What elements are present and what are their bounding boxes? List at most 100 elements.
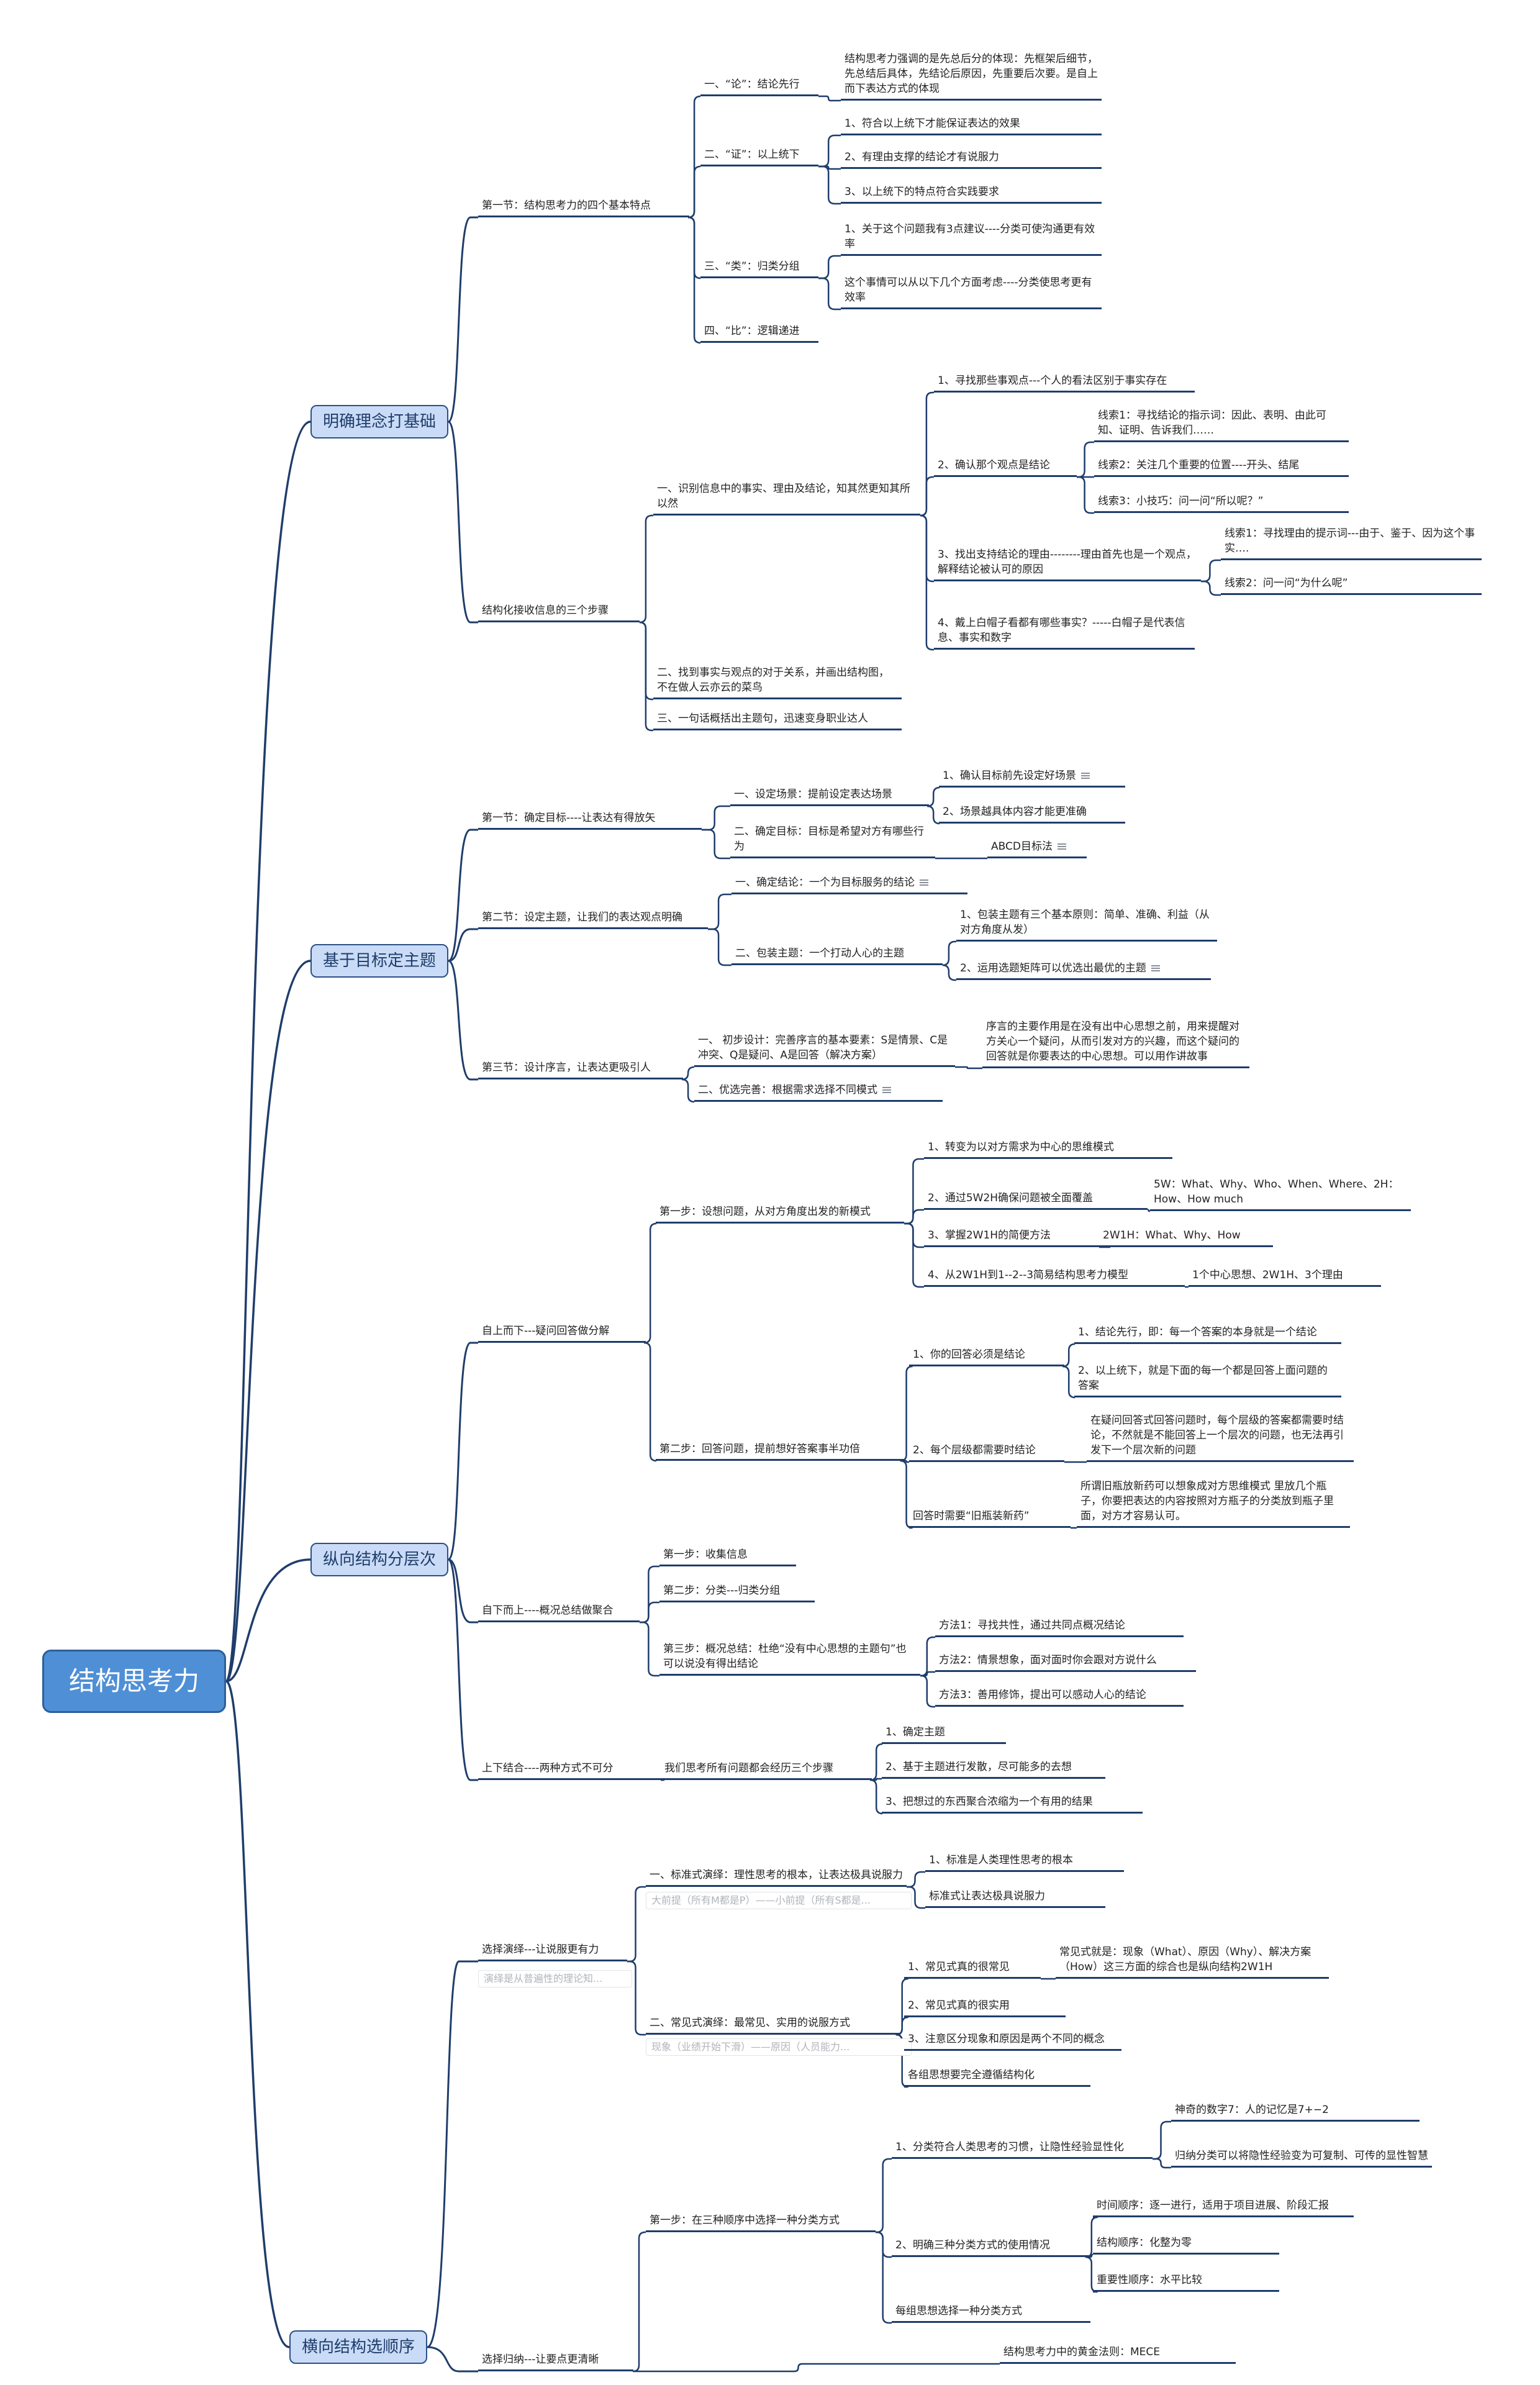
node-b4-s2-a3[interactable]: 每组思想选择一种分类方式	[892, 2304, 1090, 2323]
node-b1-s2-a[interactable]: 一、识别信息中的事实、理由及结论，知其然更知其所以然	[653, 481, 920, 516]
node-b3-s1-b1-2[interactable]: 2、以上统下，就是下面的每一个都是回答上面问题的答案	[1074, 1363, 1341, 1397]
note-icon[interactable]	[1080, 772, 1090, 779]
node-b1-s1-c[interactable]: 三、“类”：归类分组	[700, 259, 818, 278]
node-b3-s2-c1[interactable]: 方法1：寻找共性，通过共同点概况结论	[935, 1618, 1184, 1637]
node-b3-s1-b[interactable]: 第二步：回答问题，提前想好答案事半功倍	[656, 1442, 904, 1461]
node-b3-s2-c2[interactable]: 方法2：情景想象，面对面时你会跟对方说什么	[935, 1653, 1196, 1672]
node-b4-s1-b1-1[interactable]: 常见式就是：现象（What）、原因（Why）、解决方案（How）这三方面的综合也…	[1056, 1945, 1329, 1979]
node-b3-s1-b1[interactable]: 1、你的回答必须是结论	[909, 1347, 1064, 1366]
node-b3-s1-a3[interactable]: 3、掌握2W1H的简便方法	[924, 1228, 1110, 1247]
node-b4-s2-a[interactable]: 第一步：在三种顺序中选择一种分类方式	[646, 2213, 876, 2232]
node-b3-s3[interactable]: 上下结合----两种方式不可分	[478, 1761, 664, 1780]
node-b1-s1-a1[interactable]: 结构思考力强调的是先总后分的体现：先框架后细节，先总结后具体，先结论后原因，先重…	[841, 52, 1102, 101]
node-b4-s2-a2-1[interactable]: 时间顺序：逐一进行，适用于项目进展、阶段汇报	[1093, 2198, 1354, 2217]
node-b1-s2-a3-2[interactable]: 线索2：问一问“为什么呢”	[1221, 576, 1482, 595]
node-b2-s1[interactable]: 第一节：确定目标----让表达有得放矢	[478, 811, 702, 830]
node-b4-s1-b1[interactable]: 1、常见式真的很常见	[904, 1960, 1041, 1979]
node-b3-s3-a2[interactable]: 2、基于主题进行发散，尽可能多的去想	[882, 1760, 1105, 1779]
branch-vertical-structure[interactable]: 纵向结构分层次	[310, 1543, 449, 1576]
node-b1-s2-a2-3[interactable]: 线索3：小技巧：问一问“所以呢？”	[1094, 494, 1349, 513]
node-b1-s1-b[interactable]: 二、“证”：以上统下	[700, 147, 818, 166]
node-b4-s1[interactable]: 选择演绎---让说服更有力	[478, 1942, 627, 1961]
node-b3-s1-a1[interactable]: 1、转变为以对方需求为中心的思维模式	[924, 1140, 1172, 1159]
node-b1-s1-d[interactable]: 四、“比”：逻辑递进	[700, 324, 818, 343]
root-topic[interactable]: 结构思考力	[42, 1650, 227, 1713]
node-b3-s1-b3-1[interactable]: 所谓旧瓶放新药可以想象成对方思维模式 里放几个瓶子，你要把表达的内容按照对方瓶子…	[1077, 1479, 1350, 1528]
node-b3-s3-a[interactable]: 我们思考所有问题都会经历三个步骤	[661, 1761, 872, 1780]
node-b2-s1-a2[interactable]: 2、场景越具体内容才能更准确	[939, 804, 1125, 824]
node-b2-s2-b1[interactable]: 1、包装主题有三个基本原则：简单、准确、利益（从对方角度从发）	[956, 907, 1217, 942]
node-b3-s2-c[interactable]: 第三步：概况总结：杜绝“没有中心思想的主题句”也可以说没有得出结论	[659, 1642, 920, 1676]
node-b1-s2-a4[interactable]: 4、戴上白帽子看都有哪些事实？-----白帽子是代表信息、事实和数字	[934, 616, 1195, 650]
node-b4-s1-b2[interactable]: 2、常见式真的很实用	[904, 1998, 1066, 2017]
node-b3-s1-b2[interactable]: 2、每个层级都需要时结论	[909, 1443, 1064, 1462]
node-b3-s2-a[interactable]: 第一步：收集信息	[659, 1547, 796, 1566]
node-b3-s3-a3[interactable]: 3、把想过的东西聚合浓缩为一个有用的结果	[882, 1794, 1143, 1814]
node-b1-s2-a1[interactable]: 1、寻找那些事观点---个人的看法区别于事实存在	[934, 373, 1195, 393]
node-b2-s3[interactable]: 第三节：设计序言，让表达更吸引人	[478, 1060, 683, 1079]
node-b2-s3-b[interactable]: 二、优选完善：根据需求选择不同模式	[694, 1083, 943, 1102]
node-b4-s2-a1-1[interactable]: 神奇的数字7：人的记忆是7+−2	[1171, 2102, 1420, 2122]
node-b4-s2-a1-2[interactable]: 归纳分类可以将隐性经验变为可复制、可传的显性智慧	[1171, 2148, 1432, 2168]
node-b2-s1-b1[interactable]: ABCD目标法	[987, 839, 1087, 858]
node-b1-s2-a2-2[interactable]: 线索2：关注几个重要的位置----开头、结尾	[1094, 458, 1349, 477]
node-b1-s2-a2-1[interactable]: 线索1：寻找结论的指示词：因此、表明、由此可知、证明、告诉我们……	[1094, 408, 1349, 442]
node-b2-s2-b2[interactable]: 2、运用选题矩阵可以优选出最优的主题	[956, 961, 1211, 980]
node-b2-s3-a[interactable]: 一、 初步设计：完善序言的基本要素：S是情景、C是冲突、Q是疑问、A是回答（解决…	[694, 1033, 955, 1067]
node-b1-s1[interactable]: 第一节：结构思考力的四个基本特点	[478, 198, 689, 217]
node-b3-s1-a2[interactable]: 2、通过5W2H确保问题被全面覆盖	[924, 1191, 1148, 1210]
node-b1-s2-a2[interactable]: 2、确认那个观点是结论	[934, 458, 1077, 477]
node-b4-s1-a-note[interactable]: 大前提（所有M都是P）——小前提（所有S都是...	[646, 1892, 912, 1909]
node-b2-s2[interactable]: 第二节：设定主题，让我们的表达观点明确	[478, 910, 708, 929]
node-b3-s1-b2-1[interactable]: 在疑问回答式回答问题时，每个层级的答案都需要时结论，不然就是不能回答上一个层次的…	[1087, 1413, 1354, 1462]
branch-clear-concept[interactable]: 明确理念打基础	[310, 405, 449, 438]
node-b4-s2[interactable]: 选择归纳---让要点更清晰	[478, 2352, 633, 2371]
node-b4-s2-a2[interactable]: 2、明确三种分类方式的使用情况	[892, 2238, 1090, 2257]
node-b4-s1-a2[interactable]: 标准式让表达极具说服力	[925, 1889, 1105, 1908]
node-b3-s1-b1-1[interactable]: 1、结论先行，即：每一个答案的本身就是一个结论	[1074, 1325, 1341, 1344]
node-b1-s1-b3[interactable]: 3、以上统下的特点符合实践要求	[841, 184, 1102, 204]
node-b1-s2[interactable]: 结构化接收信息的三个步骤	[478, 603, 640, 622]
note-icon[interactable]	[1057, 843, 1066, 850]
node-b1-s2-a3[interactable]: 3、找出支持结论的理由--------理由首先也是一个观点，解释结论被认可的原因	[934, 547, 1201, 581]
node-b2-s1-a[interactable]: 一、设定场景：提前设定表达场景	[730, 787, 929, 806]
node-b4-s1-b4[interactable]: 各组思想要完全遵循结构化	[904, 2068, 1090, 2087]
node-b3-s1-a2-1[interactable]: 5W：What、Why、Who、When、Where、2H：How、How mu…	[1150, 1177, 1411, 1211]
note-icon[interactable]	[1151, 965, 1160, 972]
node-b4-s1-b-note[interactable]: 现象（业绩开始下滑）——原因（人员能力...	[646, 2038, 912, 2056]
branch-horizontal-structure[interactable]: 横向结构选顺序	[289, 2330, 428, 2364]
node-b4-s1-a[interactable]: 一、标准式演绎：理性思考的根本，让表达极具说服力	[646, 1868, 907, 1887]
node-b2-s2-b[interactable]: 二、包装主题：一个打动人心的主题	[732, 946, 943, 965]
node-b4-s2-b1[interactable]: 结构思考力中的黄金法则：MECE	[1000, 2345, 1236, 2364]
node-b4-s1-a1[interactable]: 1、标准是人类理性思考的根本	[925, 1853, 1124, 1872]
node-b4-s2-a2-2[interactable]: 结构顺序：化整为零	[1093, 2235, 1279, 2255]
node-b2-s2-a[interactable]: 一、确定结论：一个为目标服务的结论	[732, 875, 967, 894]
node-b1-s1-b1[interactable]: 1、符合以上统下才能保证表达的效果	[841, 116, 1102, 135]
node-b3-s1-b3[interactable]: 回答时需要“旧瓶装新药”	[909, 1509, 1071, 1528]
node-b1-s2-a3-1[interactable]: 线索1：寻找理由的提示词---由于、鉴于、因为这个事实….	[1221, 526, 1482, 560]
branch-goal-topic[interactable]: 基于目标定主题	[310, 944, 449, 978]
node-b4-s1-b3[interactable]: 3、注意区分现象和原因是两个不同的概念	[904, 2032, 1121, 2051]
node-b3-s2[interactable]: 自下而上----概况总结做聚合	[478, 1603, 640, 1622]
node-b3-s2-c3[interactable]: 方法3：善用修饰，提出可以感动人心的结论	[935, 1688, 1184, 1707]
node-b1-s1-a[interactable]: 一、“论”：结论先行	[700, 77, 818, 96]
node-b4-s2-a2-3[interactable]: 重要性顺序：水平比较	[1093, 2273, 1279, 2292]
node-b1-s2-c[interactable]: 三、一句话概括出主题句，迅速变身职业达人	[653, 711, 902, 730]
node-b1-s2-b[interactable]: 二、找到事实与观点的对于关系，并画出结构图，不在做人云亦云的菜鸟	[653, 665, 902, 699]
note-icon[interactable]	[920, 879, 928, 886]
node-b3-s2-b[interactable]: 第二步：分类---归类分组	[659, 1583, 815, 1602]
node-b3-s1[interactable]: 自上而下---疑问回答做分解	[478, 1324, 646, 1343]
node-b3-s3-a1[interactable]: 1、确定主题	[882, 1725, 1006, 1744]
node-b4-s2-a1[interactable]: 1、分类符合人类思考的习惯，让隐性经验显性化	[892, 2140, 1153, 2159]
note-icon[interactable]	[882, 1086, 891, 1094]
node-b3-s1-a3-1[interactable]: 2W1H：What、Why、How	[1099, 1228, 1273, 1247]
node-b2-s1-a1[interactable]: 1、确认目标前先设定好场景	[939, 768, 1125, 788]
node-b4-s1-note[interactable]: 演绎是从普遍性的理论知...	[478, 1970, 632, 1988]
node-b1-s1-b2[interactable]: 2、有理由支撑的结论才有说服力	[841, 150, 1102, 169]
node-b3-s1-a4[interactable]: 4、从2W1H到1--2--3简易结构思考力模型	[924, 1268, 1185, 1287]
node-b2-s1-b[interactable]: 二、确定目标：目标是希望对方有哪些行为	[730, 824, 935, 858]
node-b1-s1-c1[interactable]: 1、关于这个问题我有3点建议----分类可使沟通更有效率	[841, 222, 1102, 256]
node-b3-s1-a4-1[interactable]: 1个中心思想、2W1H、3个理由	[1189, 1268, 1381, 1287]
node-b4-s1-b[interactable]: 二、常见式演绎：最常见、实用的说服方式	[646, 2015, 900, 2035]
node-b3-s1-a[interactable]: 第一步：设想问题，从对方角度出发的新模式	[656, 1204, 904, 1224]
